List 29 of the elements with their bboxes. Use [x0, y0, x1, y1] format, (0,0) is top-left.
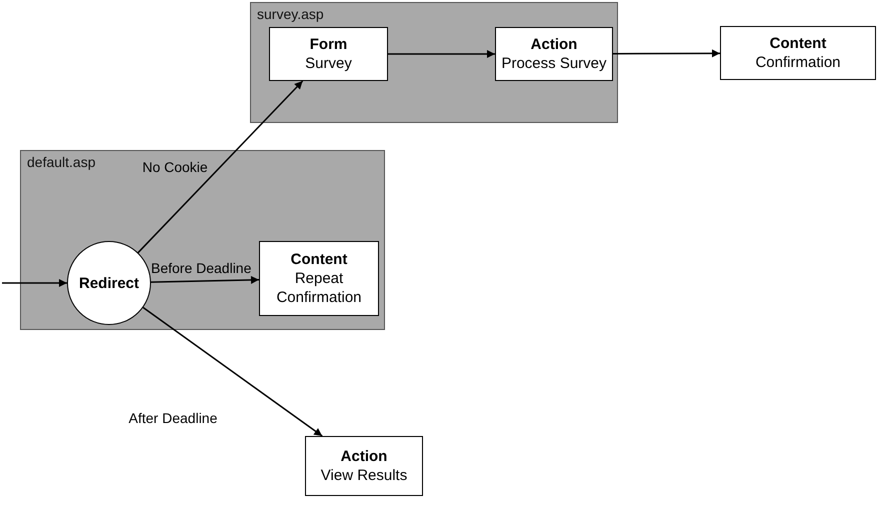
box-heading: Action [340, 447, 388, 466]
box-text: View Results [320, 466, 408, 485]
process-box [495, 27, 613, 81]
process-box [305, 436, 423, 496]
arrow [388, 50, 495, 58]
process-box [259, 241, 379, 316]
group-panel [250, 2, 618, 123]
box-heading: Action [530, 35, 578, 54]
process-box [269, 27, 388, 81]
arrow [613, 49, 720, 58]
box-text: Process Survey [501, 54, 607, 73]
box-text: Survey [305, 54, 352, 73]
edge-label: After Deadline [128, 410, 218, 426]
box-text: Repeat Confirmation [275, 269, 363, 307]
edge-label: No Cookie [142, 158, 208, 175]
group-title: survey.asp [257, 6, 324, 22]
box-heading: Content [290, 250, 348, 269]
arrow [138, 80, 304, 254]
arrow [150, 276, 260, 284]
arrow [142, 306, 323, 437]
box-heading: Form [310, 35, 348, 54]
group-title: default.asp [27, 154, 96, 170]
box-heading: Content [770, 34, 826, 53]
group-panel [20, 150, 385, 330]
arrow [2, 279, 67, 287]
node-label: Redirect [78, 274, 140, 292]
process-box [720, 26, 876, 80]
edge-label: Before Deadline [150, 260, 252, 276]
box-text: Confirmation [755, 53, 841, 72]
